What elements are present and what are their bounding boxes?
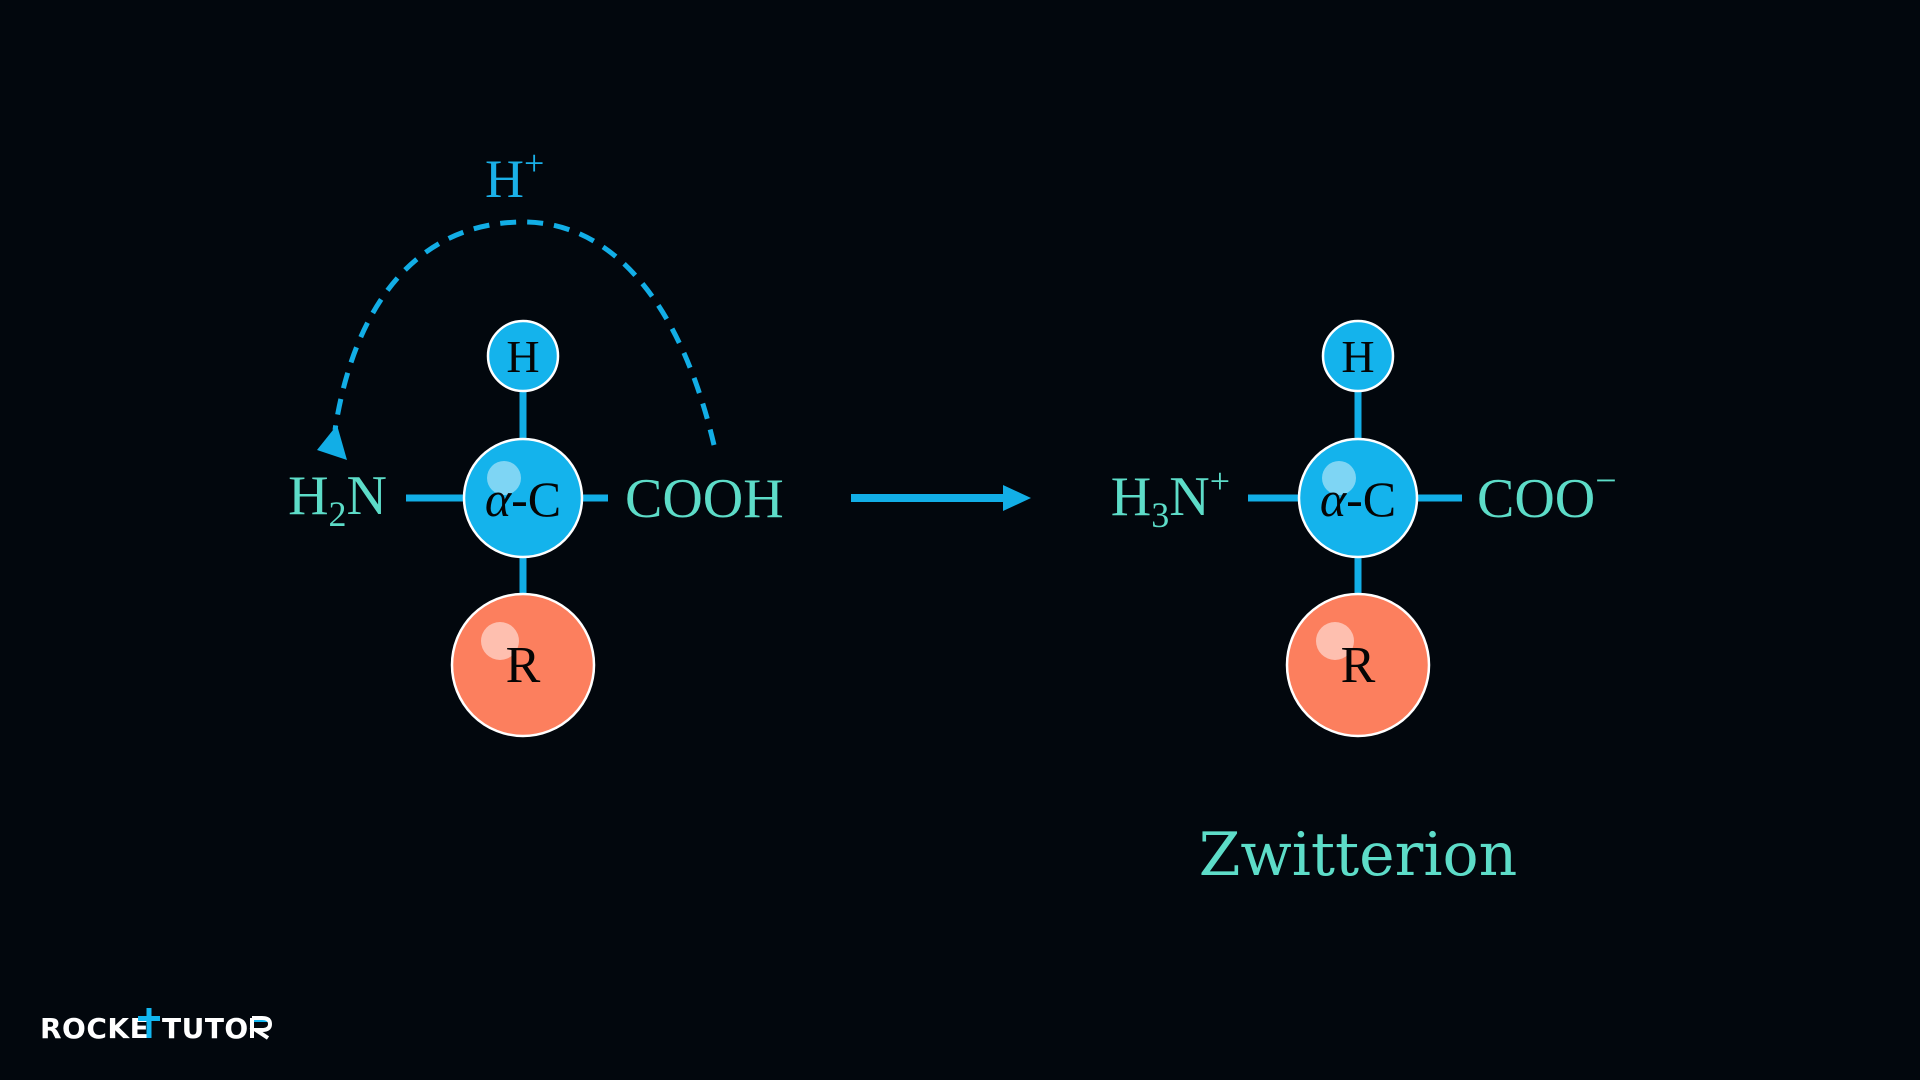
reactant-carboxyl-group: COOH	[625, 468, 784, 530]
reactant-amine-group: H2N	[288, 465, 387, 534]
brand-logo: ROCKE TUTO	[40, 1008, 273, 1045]
product-alpha-carbon-atom: α-C	[1297, 437, 1419, 559]
product-r-group-atom: R	[1285, 592, 1431, 738]
product-hydrogen-label: H	[1341, 331, 1374, 382]
reactant-molecule: H α-C R H2N COOH	[288, 319, 784, 738]
proton-transfer-arrowhead	[317, 425, 347, 460]
reactant-alpha-carbon-label: α-C	[485, 471, 561, 527]
product-ammonium-group: H3N+	[1111, 461, 1230, 535]
logo-r-glyph-icon	[249, 1016, 273, 1040]
reactant-r-group-label: R	[506, 637, 541, 694]
product-carboxylate-group: COO−	[1477, 460, 1617, 530]
product-molecule: H α-C R H3N+ COO− Zwitterion	[1111, 319, 1617, 890]
reactant-r-group-highlight	[481, 622, 519, 660]
reactant-alpha-carbon-atom: α-C	[462, 437, 584, 559]
reactant-r-group-atom: R	[450, 592, 596, 738]
reactant-hydrogen-label: H	[506, 331, 539, 382]
logo-text-part-1: ROCKE	[40, 1012, 149, 1045]
reactant-hydrogen-atom: H	[486, 319, 560, 393]
product-r-group-highlight	[1316, 622, 1354, 660]
reactant-alpha-carbon-highlight	[487, 461, 521, 495]
logo-text-part-2: TUTO	[162, 1012, 249, 1045]
product-alpha-carbon-highlight	[1322, 461, 1356, 495]
proton-label: H+	[485, 143, 544, 209]
product-r-group-label: R	[1341, 637, 1376, 694]
proton-transfer: H+	[317, 143, 717, 460]
zwitterion-caption: Zwitterion	[1199, 820, 1518, 890]
product-alpha-carbon-label: α-C	[1320, 471, 1396, 527]
product-hydrogen-atom: H	[1321, 319, 1395, 393]
proton-transfer-arc	[332, 219, 717, 446]
reaction-arrow	[851, 485, 1031, 511]
logo-plus-icon	[138, 1008, 160, 1038]
